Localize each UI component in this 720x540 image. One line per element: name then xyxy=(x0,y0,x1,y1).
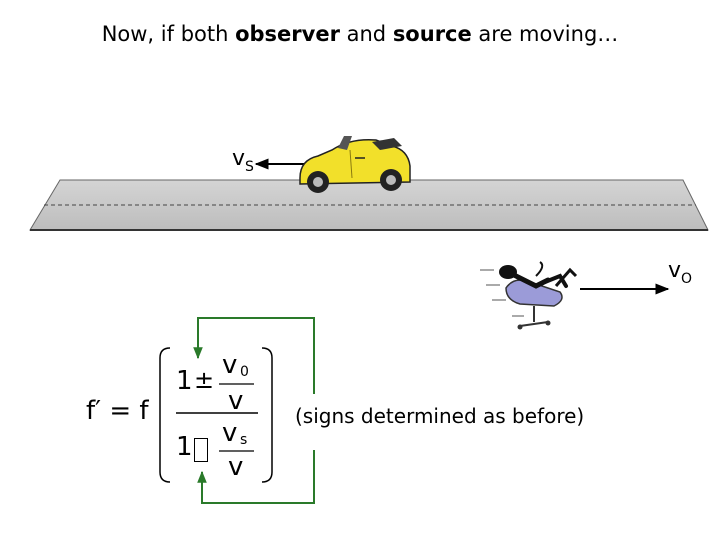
formula-v0: v xyxy=(222,350,238,380)
vo-label-main: v xyxy=(668,258,682,283)
observer-velocity-label: vO xyxy=(668,258,692,287)
road xyxy=(29,179,709,231)
title-observer-word: observer xyxy=(235,22,340,46)
formula-one-top: 1 xyxy=(176,366,193,396)
formula-vs: v xyxy=(222,418,238,448)
vs-label-sub: S xyxy=(245,159,254,175)
sign-note: (signs determined as before) xyxy=(295,404,585,428)
formula-lhs: f′ = f xyxy=(86,396,149,426)
formula-v-top: v xyxy=(228,386,244,416)
formula-v-bottom: v xyxy=(228,452,244,482)
title-part-3: are moving… xyxy=(471,22,619,46)
source-velocity-label: vS xyxy=(232,146,254,175)
sign-link-arrows xyxy=(193,317,315,504)
title-part-2: and xyxy=(339,22,393,46)
formula-minus-plus xyxy=(194,438,208,462)
slide-title: Now, if both observer and source are mov… xyxy=(0,22,720,46)
vs-label-main: v xyxy=(232,146,246,171)
title-part-1: Now, if both xyxy=(101,22,236,46)
formula-vs-sub: s xyxy=(240,432,248,448)
formula-one-bottom: 1 xyxy=(176,432,193,462)
formula-lines xyxy=(159,347,273,483)
formula-plus-minus: ± xyxy=(194,366,215,394)
title-source-word: source xyxy=(392,22,472,46)
vo-label-sub: O xyxy=(681,271,693,287)
running-observer-icon xyxy=(480,261,578,330)
formula-v0-sub: 0 xyxy=(240,364,249,380)
car-icon xyxy=(299,136,411,193)
